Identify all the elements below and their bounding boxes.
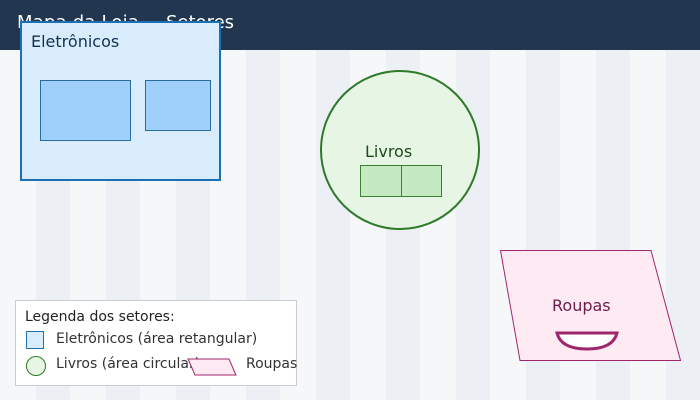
sector-livros[interactable]: Livros: [320, 70, 480, 230]
livros-shelf-1[interactable]: [360, 165, 402, 197]
square-swatch-icon: [26, 331, 44, 349]
legend-item-roupas: Roupas: [246, 356, 298, 372]
circle-swatch-icon: [26, 356, 46, 376]
sector-livros-label: Livros: [365, 142, 413, 161]
eletronicos-shelf-1[interactable]: [40, 80, 131, 141]
roupas-area-shape: [500, 250, 681, 361]
sector-eletronicos[interactable]: Eletrônicos: [20, 21, 221, 181]
parallelogram-swatch-icon: [187, 358, 237, 376]
sector-legend: Legenda dos setores: Eletrônicos (área r…: [15, 300, 297, 386]
eletronicos-shelf-2[interactable]: [145, 80, 211, 131]
sector-roupas-label: Roupas: [552, 296, 611, 315]
livros-shelf-2[interactable]: [401, 165, 442, 197]
sector-roupas[interactable]: Roupas: [500, 250, 681, 361]
legend-item-eletronicos: Eletrônicos (área retangular): [56, 331, 258, 347]
sector-eletronicos-label: Eletrônicos: [31, 32, 120, 51]
legend-title: Legenda dos setores:: [25, 309, 175, 325]
legend-item-livros: Livros (área circular): [56, 356, 201, 372]
roupas-display-table[interactable]: [555, 331, 619, 351]
